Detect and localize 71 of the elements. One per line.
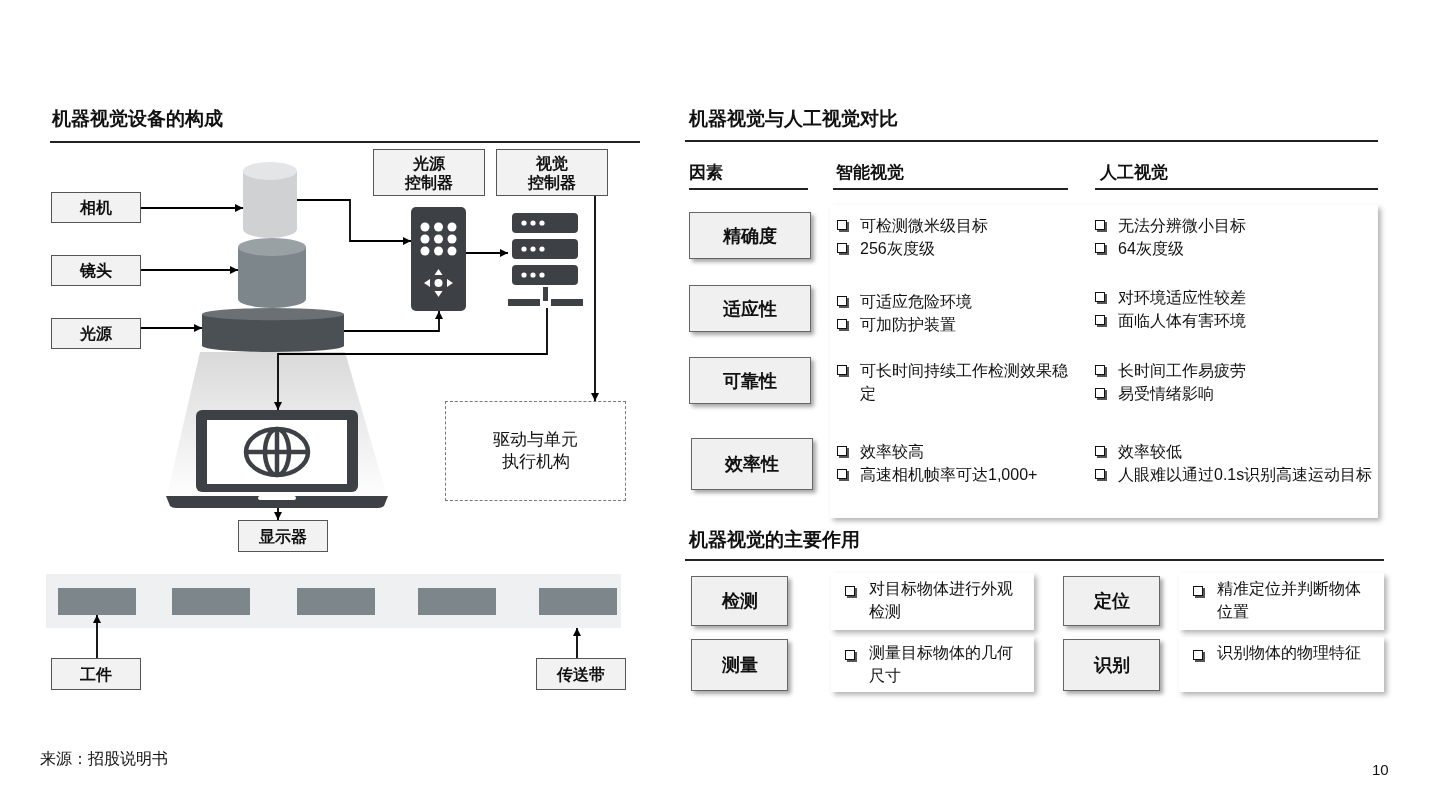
factor-box: 效率性 <box>691 438 813 490</box>
bullet-text: 易受情绪影响 <box>1118 384 1215 404</box>
factor-box: 可靠性 <box>689 357 811 404</box>
bullet-text: 效率较低 <box>1118 442 1183 462</box>
bullet-text: 无法分辨微小目标 <box>1118 216 1247 236</box>
column-header: 智能视觉 <box>836 162 904 184</box>
page-number: 10 <box>1372 761 1389 778</box>
arrow <box>274 507 282 521</box>
section-heading: 机器视觉与人工视觉对比 <box>689 107 898 131</box>
description-text: 测量目标物体的几何尺寸 <box>869 643 1014 686</box>
label-box: 传送带 <box>536 658 626 690</box>
laptop-icon <box>166 410 388 508</box>
arrow <box>343 310 443 332</box>
column-header: 人工视觉 <box>1100 162 1168 184</box>
arrow <box>93 614 101 659</box>
description-text: 对目标物体进行外观检测 <box>869 579 1014 622</box>
bullet-text: 效率较高 <box>860 442 925 462</box>
description-card <box>1179 573 1384 630</box>
arrow <box>140 204 244 212</box>
label-box: 光源 <box>51 318 141 349</box>
workpiece-block <box>172 588 250 615</box>
controller-icon <box>411 207 466 311</box>
arrow <box>296 199 412 245</box>
bullet-text: 可长时间持续工作检测效果稳定 <box>860 361 1069 404</box>
function-box: 测量 <box>691 639 788 691</box>
factor-box: 精确度 <box>689 212 811 259</box>
workpiece-block <box>418 588 496 615</box>
arrow <box>591 195 599 402</box>
arrow <box>573 627 581 659</box>
function-box: 检测 <box>691 576 788 626</box>
label-box: 显示器 <box>238 520 328 552</box>
section-heading: 机器视觉的主要作用 <box>689 528 860 552</box>
function-box: 定位 <box>1063 576 1160 626</box>
workpiece-block <box>58 588 136 615</box>
bullet-text: 可检测微米级目标 <box>860 216 989 236</box>
dashed-box: 驱动与单元执行机构 <box>445 401 626 501</box>
bullet-text: 可加防护装置 <box>860 315 957 335</box>
label-box: 光源控制器 <box>373 149 485 196</box>
camera-drawing <box>243 162 297 238</box>
arrow <box>465 249 509 257</box>
bullet-text: 高速相机帧率可达1,000+ <box>860 465 1039 485</box>
bullet-text: 256灰度级 <box>860 239 936 259</box>
conveyor-belt <box>46 574 621 628</box>
bullet-text: 可适应危险环境 <box>860 292 973 312</box>
label-box: 镜头 <box>51 255 141 286</box>
bullet-text: 人眼难以通过0.1s识别高速运动目标 <box>1118 465 1374 485</box>
factor-box: 适应性 <box>689 285 811 332</box>
section-heading: 机器视觉设备的构成 <box>52 107 223 131</box>
description-card <box>831 637 1034 692</box>
label-box: 相机 <box>51 192 141 223</box>
description-card <box>831 573 1034 630</box>
lens-drawing <box>238 238 306 308</box>
source-note: 来源：招股说明书 <box>40 749 168 769</box>
server-icon <box>508 213 583 308</box>
arrow <box>140 266 239 274</box>
label-box: 工件 <box>51 658 141 690</box>
arrow <box>140 324 203 332</box>
workpiece-block <box>297 588 375 615</box>
light-source-drawing <box>202 308 344 352</box>
column-header: 因素 <box>689 162 723 184</box>
bullet-text: 64灰度级 <box>1118 239 1185 259</box>
bullet-text: 面临人体有害环境 <box>1118 311 1247 331</box>
arrow <box>274 307 548 411</box>
description-text: 识别物体的物理特征 <box>1217 643 1362 663</box>
description-card <box>1179 637 1384 692</box>
workpiece-block <box>539 588 617 615</box>
description-text: 精准定位并判断物体位置 <box>1217 579 1362 622</box>
bullet-text: 长时间工作易疲劳 <box>1118 361 1247 381</box>
function-box: 识别 <box>1063 639 1160 691</box>
bullet-text: 对环境适应性较差 <box>1118 288 1247 308</box>
label-box: 视觉控制器 <box>496 149 608 196</box>
